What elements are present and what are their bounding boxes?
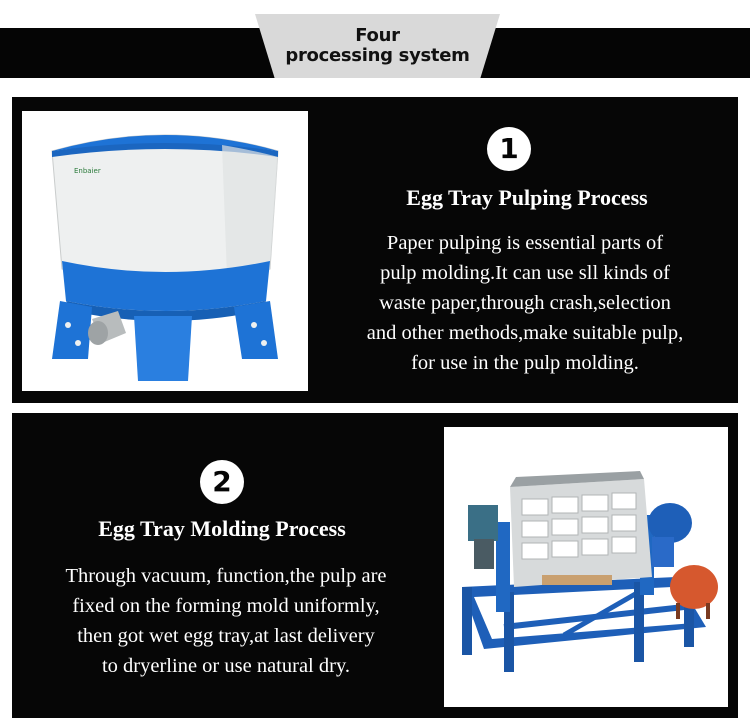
description-line: Paper pulping is essential parts of bbox=[386, 232, 664, 254]
section-title-pulping: Egg Tray Pulping Process bbox=[406, 185, 648, 210]
description-line: then got wet egg tray,at last delivery bbox=[77, 625, 375, 647]
molding-machine-illustration bbox=[462, 471, 718, 672]
header-banner: Four processing system bbox=[0, 0, 750, 88]
description-line: for use in the pulp molding. bbox=[411, 352, 639, 374]
description-line: fixed on the forming mold uniformly, bbox=[72, 595, 380, 617]
description-line: waste paper,through crash,selection bbox=[379, 292, 671, 314]
step-number-badge-2: 2 bbox=[200, 460, 244, 504]
description-line: to dryerline or use natural dry. bbox=[101, 655, 350, 677]
pulper-machine-image: Enbaier bbox=[22, 111, 308, 391]
page-title: Four processing system bbox=[255, 26, 500, 66]
section-pulping: Enbaier 1 Egg Tray Pulping Process Paper… bbox=[12, 97, 738, 403]
banner-tab bbox=[255, 14, 500, 78]
molding-machine-image bbox=[444, 427, 728, 707]
section-description-pulping: Paper pulping is essential parts of pulp… bbox=[312, 228, 738, 378]
description-line: Through vacuum, function,the pulp are bbox=[65, 565, 387, 587]
section-title-molding: Egg Tray Molding Process bbox=[98, 516, 346, 541]
section-molding: 2 Egg Tray Molding Process Through vacuu… bbox=[12, 413, 738, 718]
brand-label: Enbaier bbox=[74, 167, 101, 175]
section-description-molding: Through vacuum, function,the pulp are fi… bbox=[16, 561, 436, 681]
description-line: pulp molding.It can use sll kinds of bbox=[380, 262, 670, 284]
description-line: and other methods,make suitable pulp, bbox=[366, 322, 684, 344]
page-title-line2: processing system bbox=[285, 45, 470, 66]
pulper-machine-illustration: Enbaier bbox=[51, 134, 279, 381]
step-number-badge-1: 1 bbox=[487, 127, 531, 171]
page-title-line1: Four bbox=[355, 25, 400, 46]
